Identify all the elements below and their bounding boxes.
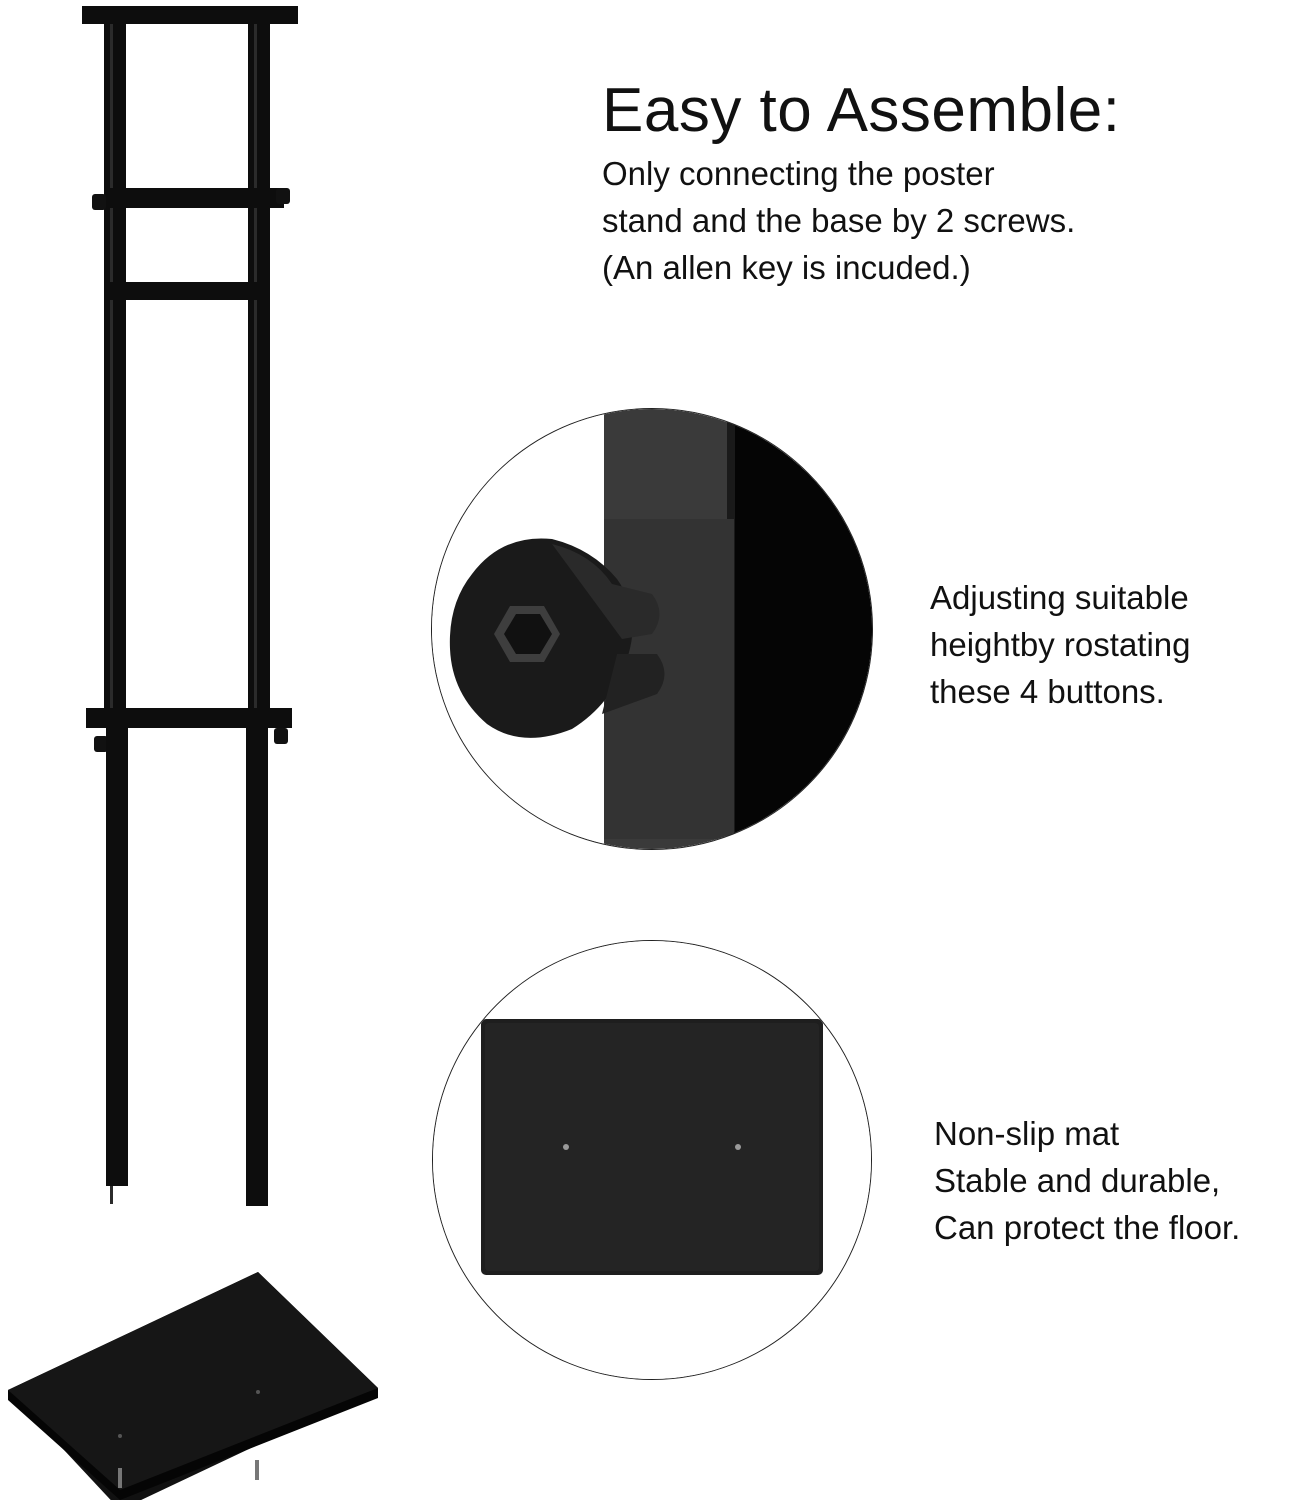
adjust-knob-closeup [431,408,873,850]
mat-caption-line: Non-slip mat [934,1115,1120,1152]
knob-caption-line: these 4 buttons. [930,673,1165,710]
assemble-line: (An allen key is incuded.) [602,249,971,286]
knob-caption-line: heightby rostating [930,626,1191,663]
knob-caption-line: Adjusting suitable [930,579,1189,616]
mat-caption-line: Can protect the floor. [934,1209,1241,1246]
assemble-line: Only connecting the poster [602,155,995,192]
heading: Easy to Assemble: [602,76,1121,145]
assemble-description: Only connecting the poster stand and the… [602,150,1075,291]
mat-caption: Non-slip mat Stable and durable, Can pro… [934,1110,1240,1251]
mat-caption-line: Stable and durable, [934,1162,1221,1199]
poster-stand-illustration [8,6,378,1500]
knob-caption: Adjusting suitable heightby rostating th… [930,574,1191,715]
base-plate-closeup [432,940,872,1380]
assemble-line: stand and the base by 2 screws. [602,202,1076,239]
